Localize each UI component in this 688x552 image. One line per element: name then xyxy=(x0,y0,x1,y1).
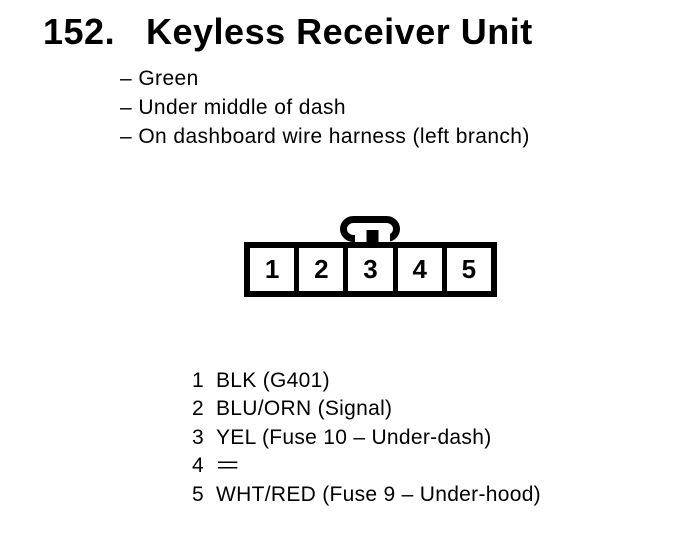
connector-diagram: 1 2 3 4 5 xyxy=(244,242,497,297)
pin-number: 3 xyxy=(192,425,204,449)
pin-number: 2 xyxy=(192,397,204,421)
pin-number: 4 xyxy=(192,454,204,478)
pin-description: WHT/RED (Fuse 9 – Under-hood) xyxy=(216,482,541,506)
connector-pin-number: 3 xyxy=(363,254,378,284)
pin-description: BLU/ORN (Signal) xyxy=(216,397,393,421)
connector-pin-cell-2: 2 xyxy=(299,248,344,291)
pinout-row: 4 = xyxy=(188,452,541,480)
pinout-row: 3 YEL (Fuse 10 – Under-dash) xyxy=(188,424,541,452)
connector-pin-cell-3: 3 xyxy=(348,248,393,291)
connector-pin-cell-1: 1 xyxy=(250,248,295,291)
connector-pin-number: 4 xyxy=(412,254,427,284)
pinout-row: 2 BLU/ORN (Signal) xyxy=(188,395,541,423)
connector-pin-number: 1 xyxy=(264,254,280,284)
note-line: – On dashboard wire harness (left branch… xyxy=(120,125,530,148)
connector-pin-cell-4: 4 xyxy=(397,248,442,291)
pinout-list: 1 BLK (G401) 2 BLU/ORN (Signal) 3 YEL (F… xyxy=(188,367,541,509)
no-connection-symbol: = xyxy=(216,454,240,478)
pin-number: 5 xyxy=(192,482,204,506)
notes-list: – Green – Under middle of dash – On dash… xyxy=(120,64,530,151)
pinout-row: 5 WHT/RED (Fuse 9 – Under-hood) xyxy=(188,481,541,509)
page-title: Keyless Receiver Unit xyxy=(146,11,533,52)
connector-pin-number: 2 xyxy=(314,254,329,284)
connector-pin-cell-5: 5 xyxy=(446,248,492,291)
pin-description: BLK (G401) xyxy=(216,369,330,392)
note-line: – Under middle of dash xyxy=(120,96,346,119)
pin-description: YEL (Fuse 10 – Under-dash) xyxy=(216,425,492,449)
note-line: – Green xyxy=(120,67,199,90)
pinout-row: 1 BLK (G401) xyxy=(188,367,541,395)
section-number: 152. xyxy=(43,11,116,52)
pin-number: 1 xyxy=(192,369,204,392)
connector-pin-number: 5 xyxy=(461,254,477,284)
